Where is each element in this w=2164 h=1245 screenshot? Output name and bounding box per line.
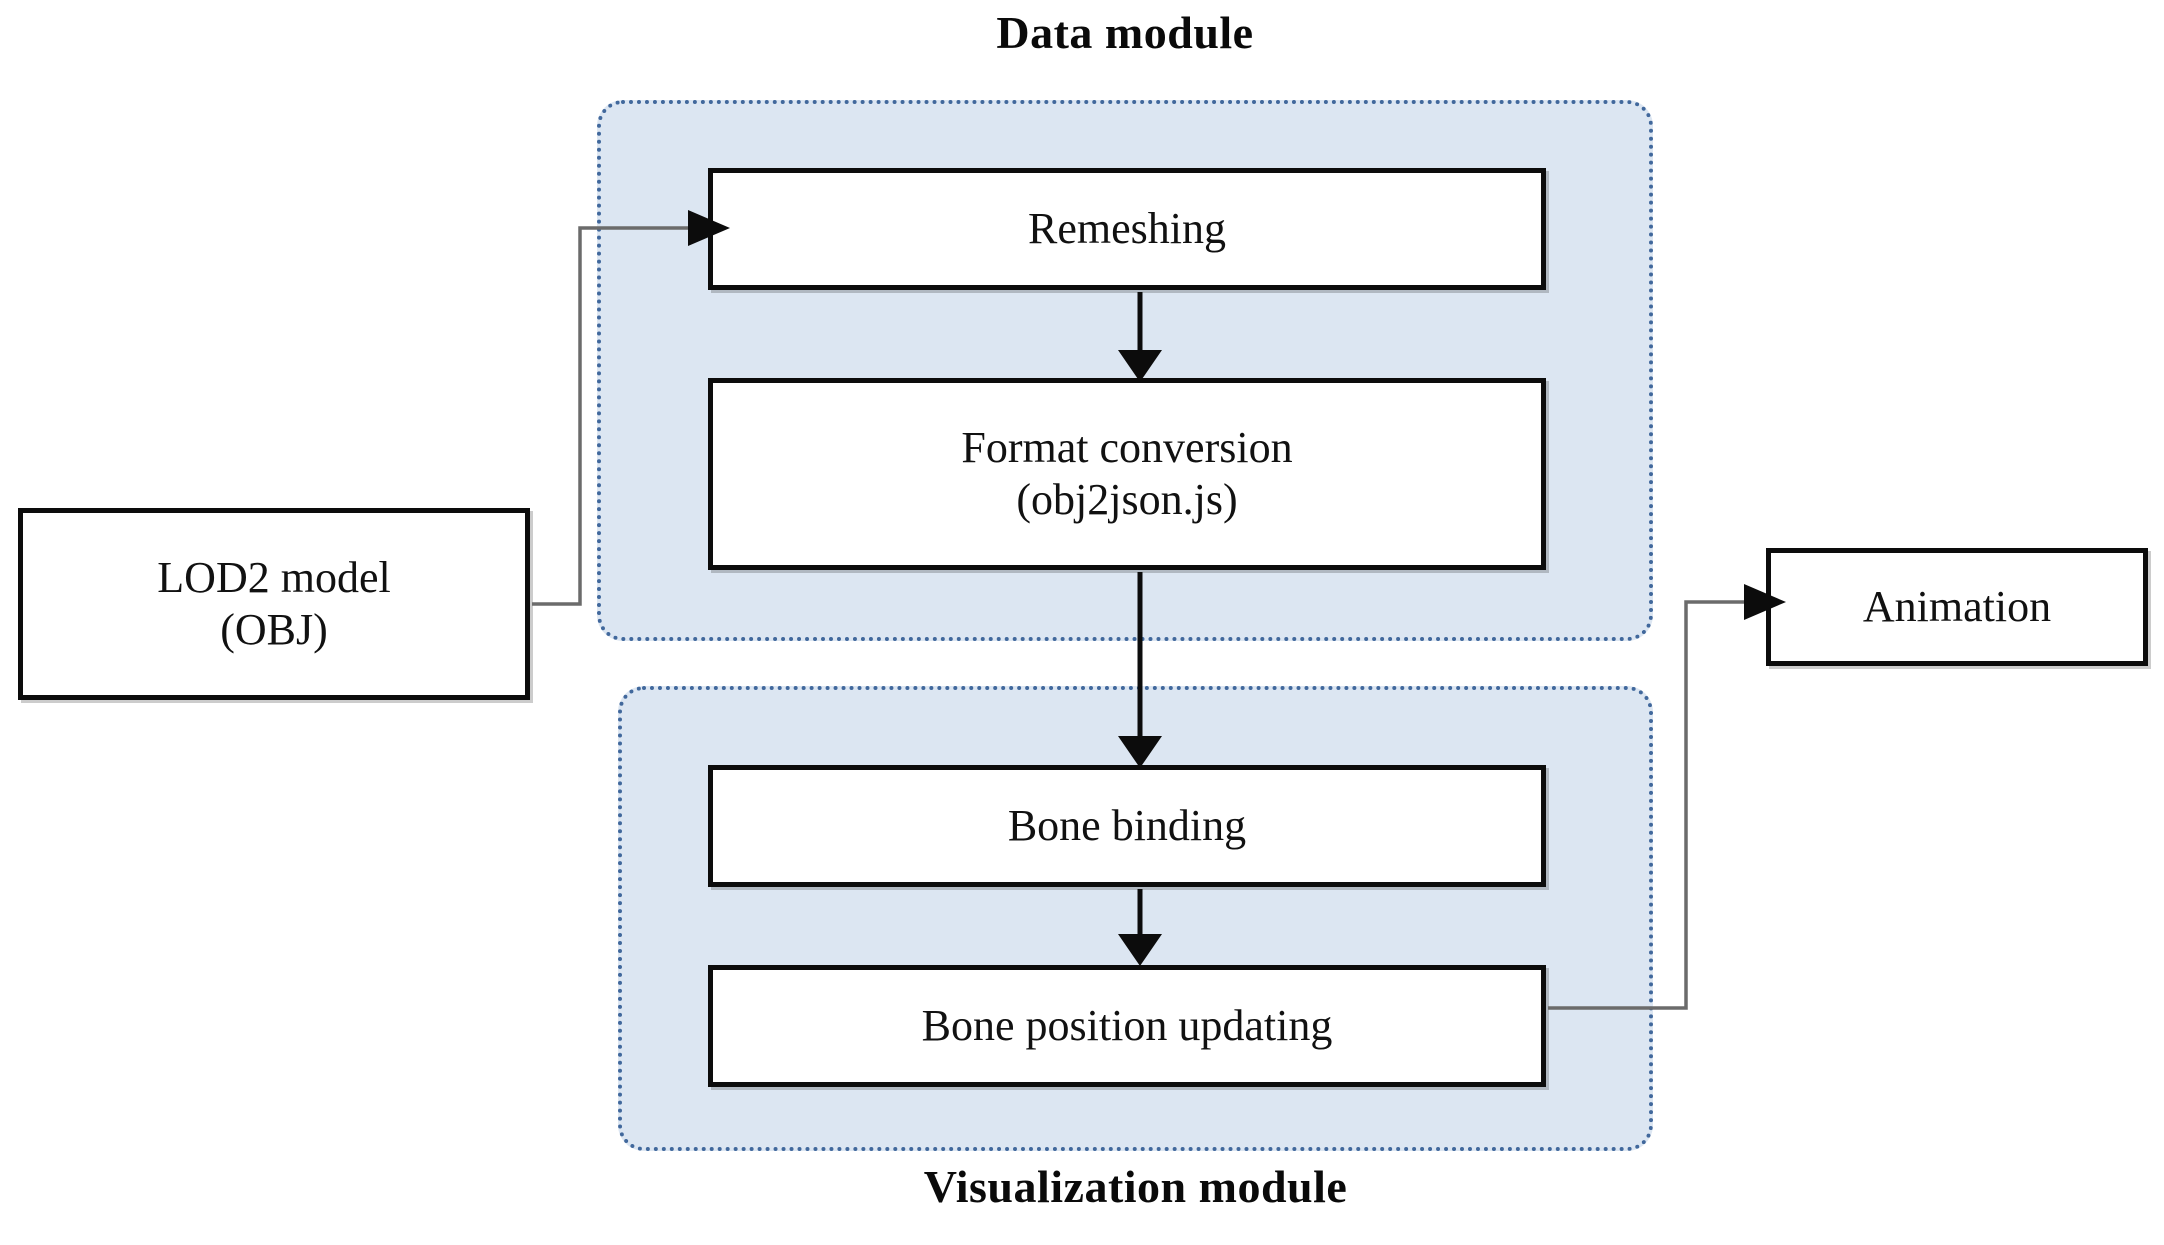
node-format-conversion-line1: Format conversion xyxy=(961,423,1293,473)
node-lod2-model-line1: LOD2 model xyxy=(157,553,391,603)
node-remeshing[interactable]: Remeshing xyxy=(708,168,1546,290)
node-remeshing-label: Remeshing xyxy=(1028,204,1226,254)
node-animation-label: Animation xyxy=(1862,582,2052,632)
node-format-conversion[interactable]: Format conversion (obj2json.js) xyxy=(708,378,1546,570)
node-lod2-model[interactable]: LOD2 model (OBJ) xyxy=(18,508,530,700)
data-module-title: Data module xyxy=(996,7,1254,58)
node-bone-position-updating[interactable]: Bone position updating xyxy=(708,965,1546,1087)
node-bone-binding-label: Bone binding xyxy=(1007,801,1247,851)
node-format-conversion-line2: (obj2json.js) xyxy=(1016,475,1238,524)
node-bone-binding[interactable]: Bone binding xyxy=(708,765,1546,887)
node-bone-position-updating-label: Bone position updating xyxy=(921,1001,1333,1051)
node-animation[interactable]: Animation xyxy=(1766,548,2148,666)
visualization-module-title: Visualization module xyxy=(923,1161,1348,1212)
node-lod2-model-line2: (OBJ) xyxy=(220,605,328,654)
